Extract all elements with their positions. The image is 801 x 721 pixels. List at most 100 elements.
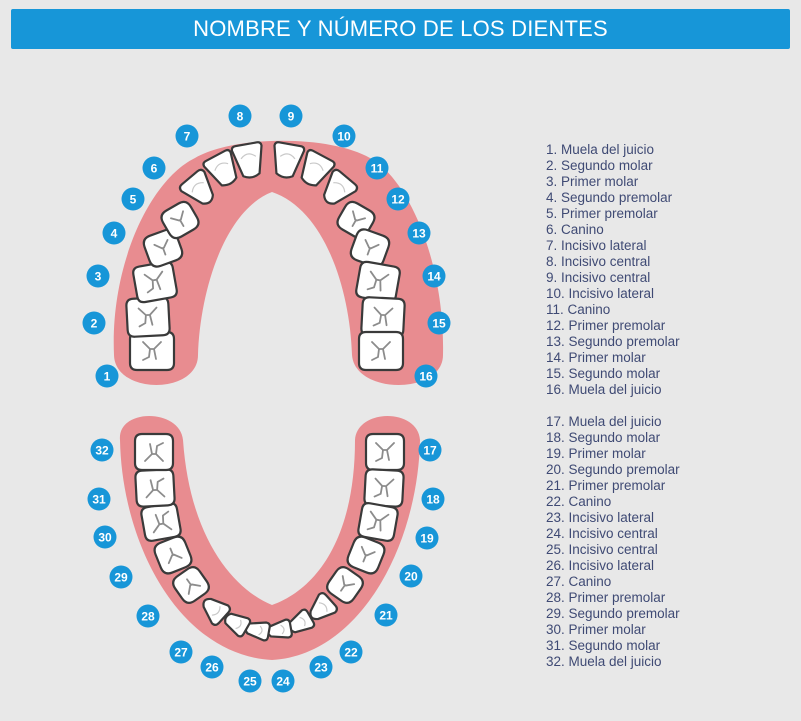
badge-number: 11 xyxy=(371,161,384,175)
tooth-number-badge: 3 xyxy=(86,264,110,288)
badge-circle xyxy=(407,221,431,245)
legend-item: 4. Segundo premolar xyxy=(546,190,673,205)
tooth-crown xyxy=(300,148,336,187)
badge-circle xyxy=(414,364,438,388)
badge-number: 25 xyxy=(243,674,257,688)
tooth-number-badge: 5 xyxy=(121,187,145,211)
badge-circle xyxy=(87,487,111,511)
legend-item: 1. Muela del juicio xyxy=(546,142,655,157)
tooth-number-badge: 20 xyxy=(399,564,423,588)
badge-circle xyxy=(228,104,252,128)
tooth-number-badge: 26 xyxy=(200,655,224,679)
tooth-crown xyxy=(140,502,182,542)
badge-circle xyxy=(136,604,160,628)
badge-circle xyxy=(175,124,199,148)
tooth-19 xyxy=(357,502,399,542)
tooth-groove xyxy=(143,270,164,294)
badge-circle xyxy=(142,156,166,180)
badge-number: 16 xyxy=(419,369,433,383)
tooth-26 xyxy=(224,612,252,638)
badge-circle xyxy=(86,264,110,288)
badge-circle xyxy=(271,669,295,693)
tooth-8 xyxy=(230,141,263,179)
legend-item: 24. Incisivo central xyxy=(546,526,658,541)
badge-number: 30 xyxy=(98,530,112,544)
legend-item: 10. Incisivo lateral xyxy=(546,286,655,301)
tooth-crown xyxy=(357,502,399,542)
badge-circle xyxy=(279,104,303,128)
legend-item: 17. Muela del juicio xyxy=(546,414,662,429)
tooth-crown xyxy=(133,432,175,472)
legend-item: 7. Incisivo lateral xyxy=(546,238,647,253)
tooth-crown xyxy=(125,296,171,338)
legend-item: 28. Primer premolar xyxy=(546,590,666,605)
badge-circle xyxy=(90,438,114,462)
tooth-groove xyxy=(142,341,162,361)
tooth-number-badge: 2 xyxy=(82,311,106,335)
tooth-groove xyxy=(153,239,169,256)
tooth-1 xyxy=(128,330,176,372)
tooth-17 xyxy=(364,432,406,472)
tooth-crown xyxy=(363,468,405,508)
tooth-number-badge: 13 xyxy=(407,221,431,245)
tooth-groove xyxy=(373,477,395,498)
badge-circle xyxy=(238,669,262,693)
tooth-number-badge: 7 xyxy=(175,124,199,148)
badge-number: 17 xyxy=(423,443,437,457)
badge-circle xyxy=(200,655,224,679)
badge-number: 10 xyxy=(337,129,351,143)
tooth-groove xyxy=(167,547,183,565)
tooth-shine xyxy=(240,153,257,160)
legend-item: 19. Primer molar xyxy=(546,446,646,461)
badge-circle xyxy=(121,187,145,211)
legend-item: 5. Primer premolar xyxy=(546,206,658,221)
legend-item: 18. Segundo molar xyxy=(546,430,661,445)
badge-number: 19 xyxy=(420,531,434,545)
tooth-crown xyxy=(202,148,238,187)
tooth-31 xyxy=(134,468,176,508)
tooth-number-badge: 15 xyxy=(427,311,451,335)
tooth-21 xyxy=(326,566,364,604)
tooth-number-badge: 4 xyxy=(102,221,126,245)
tooth-number-badge: 11 xyxy=(365,156,389,180)
tooth-groove xyxy=(170,210,185,227)
tooth-6 xyxy=(178,168,214,205)
legend-item: 30. Primer molar xyxy=(546,622,646,637)
badge-number: 23 xyxy=(314,660,328,674)
tooth-shine xyxy=(191,182,204,193)
tooth-groove xyxy=(144,442,164,462)
badge-circle xyxy=(339,640,363,664)
badge-number: 4 xyxy=(111,226,118,240)
legend-item: 21. Primer premolar xyxy=(546,478,666,493)
badge-circle xyxy=(82,311,106,335)
tooth-groove xyxy=(145,477,166,499)
badge-number: 2 xyxy=(91,316,98,330)
legend-item: 8. Incisivo central xyxy=(546,254,651,269)
tooth-groove xyxy=(351,210,366,227)
tooth-groove xyxy=(186,578,202,595)
badge-number: 13 xyxy=(412,226,426,240)
badge-circle xyxy=(93,525,117,549)
tooth-crown xyxy=(134,468,176,508)
badge-number: 14 xyxy=(427,269,441,283)
tooth-number-badge: 14 xyxy=(422,264,446,288)
tooth-shine xyxy=(258,625,263,636)
tooth-number-badge: 29 xyxy=(109,565,133,589)
badge-circle xyxy=(374,603,398,627)
tooth-30 xyxy=(140,502,182,542)
tooth-number-badge: 6 xyxy=(142,156,166,180)
tooth-18 xyxy=(363,468,405,508)
badge-number: 20 xyxy=(404,569,418,583)
tooth-number-badge: 23 xyxy=(309,655,333,679)
tooth-crown xyxy=(323,168,359,205)
tooth-32 xyxy=(133,432,175,472)
badge-circle xyxy=(109,565,133,589)
tooth-crown xyxy=(132,260,178,304)
badge-number: 28 xyxy=(141,609,155,623)
tooth-28 xyxy=(172,566,210,604)
badge-circle xyxy=(386,187,410,211)
tooth-number-badge: 21 xyxy=(374,603,398,627)
tooth-groove xyxy=(360,545,376,563)
